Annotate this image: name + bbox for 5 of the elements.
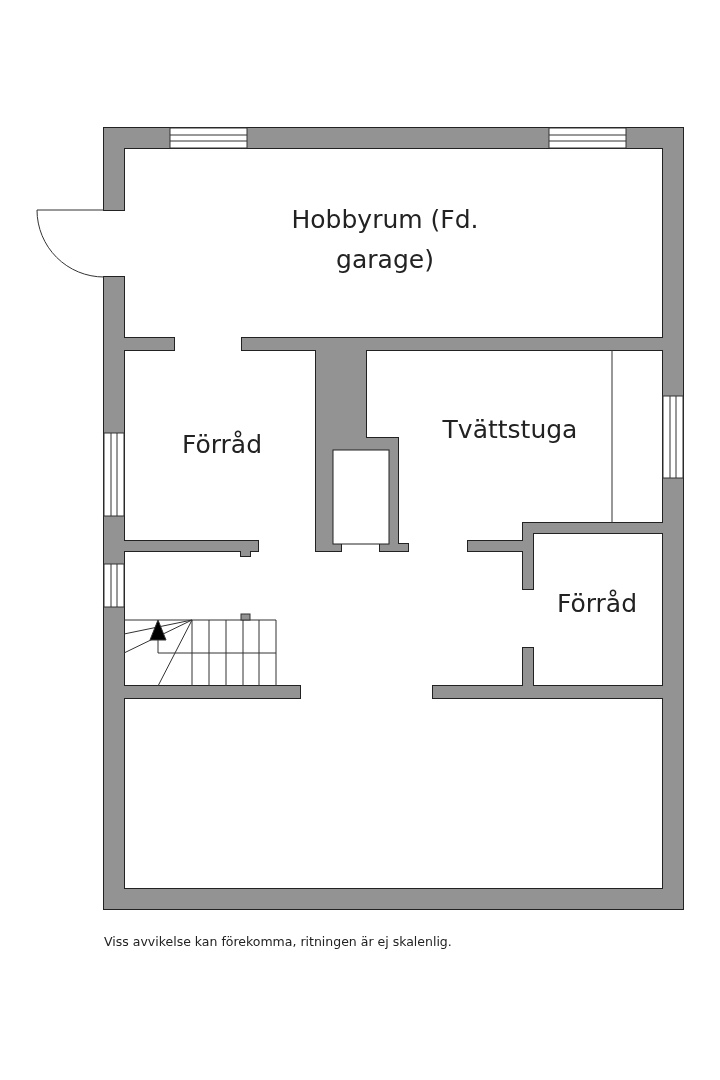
disclaimer-note: Viss avvikelse kan förekomma, ritningen är ej skalenlig.: [104, 934, 452, 949]
room-label: Förråd: [180, 429, 264, 461]
room-label: Tvättstuga: [441, 414, 579, 446]
room-label: Hobbyrum (Fd. garage): [290, 204, 480, 276]
room-label: Förråd: [555, 588, 639, 620]
